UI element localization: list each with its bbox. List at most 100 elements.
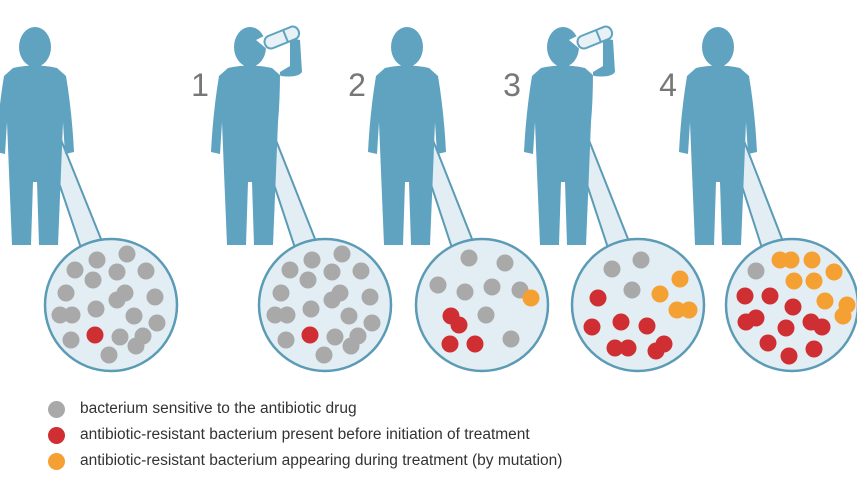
resistant-bacterium-before: [759, 334, 777, 352]
resistant-bacterium-mutation: [816, 292, 834, 310]
sensitive-bacterium: [340, 307, 358, 325]
sensitive-bacterium: [281, 261, 299, 279]
sensitive-bacterium: [429, 276, 447, 294]
sensitive-bacterium: [456, 283, 474, 301]
sensitive-bacterium: [352, 262, 370, 280]
stage-1: 1: [191, 25, 393, 373]
red-dot-icon: [48, 426, 65, 444]
resistant-bacterium-before: [589, 289, 607, 307]
sensitive-bacterium: [127, 337, 145, 355]
resistant-bacterium-before: [736, 287, 754, 305]
sensitive-bacterium: [66, 261, 84, 279]
resistant-bacterium-before: [784, 298, 802, 316]
sensitive-bacterium: [303, 251, 321, 269]
resistant-bacterium-before: [805, 340, 823, 358]
sensitive-bacterium: [333, 245, 351, 263]
sensitive-bacterium: [57, 284, 75, 302]
sensitive-bacterium: [460, 249, 478, 267]
legend: bacterium sensitive to the antibiotic dr…: [48, 396, 562, 474]
resistant-bacterium-mutation: [782, 251, 800, 269]
sensitive-bacterium: [87, 300, 105, 318]
legend-item-resistant-mutation: antibiotic-resistant bacterium appearing…: [48, 448, 562, 474]
resistant-bacterium-before: [619, 339, 637, 357]
stage-2: 2: [348, 27, 550, 373]
sensitive-bacterium: [747, 262, 765, 280]
sensitive-bacterium: [51, 306, 69, 324]
legend-label: bacterium sensitive to the antibiotic dr…: [80, 400, 357, 417]
sensitive-bacterium: [326, 328, 344, 346]
resistant-bacterium-before: [441, 335, 459, 353]
resistant-bacterium-mutation: [805, 272, 823, 290]
stage-number: 2: [348, 67, 366, 103]
resistant-bacterium-before: [780, 347, 798, 365]
sensitive-bacterium: [496, 254, 514, 272]
resistant-bacterium-mutation: [522, 289, 540, 307]
sensitive-bacterium: [483, 278, 501, 296]
sensitive-bacterium: [266, 306, 284, 324]
bottle-icon: [576, 25, 614, 50]
resistant-bacterium-before: [813, 318, 831, 336]
resistant-bacterium-mutation: [651, 285, 669, 303]
sensitive-bacterium: [502, 330, 520, 348]
sensitive-bacterium: [632, 251, 650, 269]
sensitive-bacterium: [477, 306, 495, 324]
sensitive-bacterium: [118, 245, 136, 263]
sensitive-bacterium: [315, 346, 333, 364]
orange-dot-icon: [48, 452, 65, 470]
resistant-bacterium-before: [606, 339, 624, 357]
sensitive-bacterium: [146, 288, 164, 306]
stage-3: 3: [503, 25, 706, 373]
person-icon: [0, 27, 74, 245]
stage-number: 3: [503, 67, 521, 103]
sensitive-bacterium: [363, 314, 381, 332]
resistant-bacterium-mutation: [680, 301, 698, 319]
resistant-bacterium-before: [86, 326, 104, 344]
sensitive-bacterium: [623, 281, 641, 299]
person-icon: [679, 27, 757, 245]
legend-item-sensitive: bacterium sensitive to the antibiotic dr…: [48, 396, 562, 422]
stage-0: [0, 27, 179, 373]
sensitive-bacterium: [125, 307, 143, 325]
stage-number: 1: [191, 67, 209, 103]
person-drinking-icon: [211, 27, 302, 245]
resistant-bacterium-before: [777, 319, 795, 337]
bottle-icon: [263, 25, 301, 50]
resistant-bacterium-before: [747, 309, 765, 327]
sensitive-bacterium: [63, 306, 81, 324]
sensitive-bacterium: [108, 291, 126, 309]
resistant-bacterium-before: [655, 335, 673, 353]
sensitive-bacterium: [108, 263, 126, 281]
resistant-bacterium-before: [466, 335, 484, 353]
legend-label: antibiotic-resistant bacterium present b…: [80, 426, 530, 443]
sensitive-bacterium: [302, 300, 320, 318]
sensitive-bacterium: [278, 306, 296, 324]
sensitive-bacterium: [342, 337, 360, 355]
sensitive-bacterium: [603, 260, 621, 278]
stage-number: 4: [659, 67, 677, 103]
sensitive-bacterium: [323, 291, 341, 309]
legend-item-resistant-before: antibiotic-resistant bacterium present b…: [48, 422, 562, 448]
person-drinking-icon: [524, 27, 615, 245]
resistant-bacterium-before: [761, 287, 779, 305]
sensitive-bacterium: [272, 284, 290, 302]
sensitive-bacterium: [361, 288, 379, 306]
resistant-bacterium-before: [638, 317, 656, 335]
gray-dot-icon: [48, 400, 65, 418]
sensitive-bacterium: [100, 346, 118, 364]
sensitive-bacterium: [137, 262, 155, 280]
sensitive-bacterium: [148, 314, 166, 332]
sensitive-bacterium: [62, 331, 80, 349]
person-icon: [368, 27, 446, 245]
sensitive-bacterium: [299, 271, 317, 289]
stage-4: 4: [659, 27, 857, 373]
resistant-bacterium-mutation: [668, 301, 686, 319]
sensitive-bacterium: [277, 331, 295, 349]
resistant-bacterium-mutation: [803, 251, 821, 269]
sensitive-bacterium: [88, 251, 106, 269]
sensitive-bacterium: [323, 263, 341, 281]
resistant-bacterium-before: [583, 318, 601, 336]
sensitive-bacterium: [111, 328, 129, 346]
resistant-bacterium-before: [450, 316, 468, 334]
legend-label: antibiotic-resistant bacterium appearing…: [80, 452, 563, 469]
